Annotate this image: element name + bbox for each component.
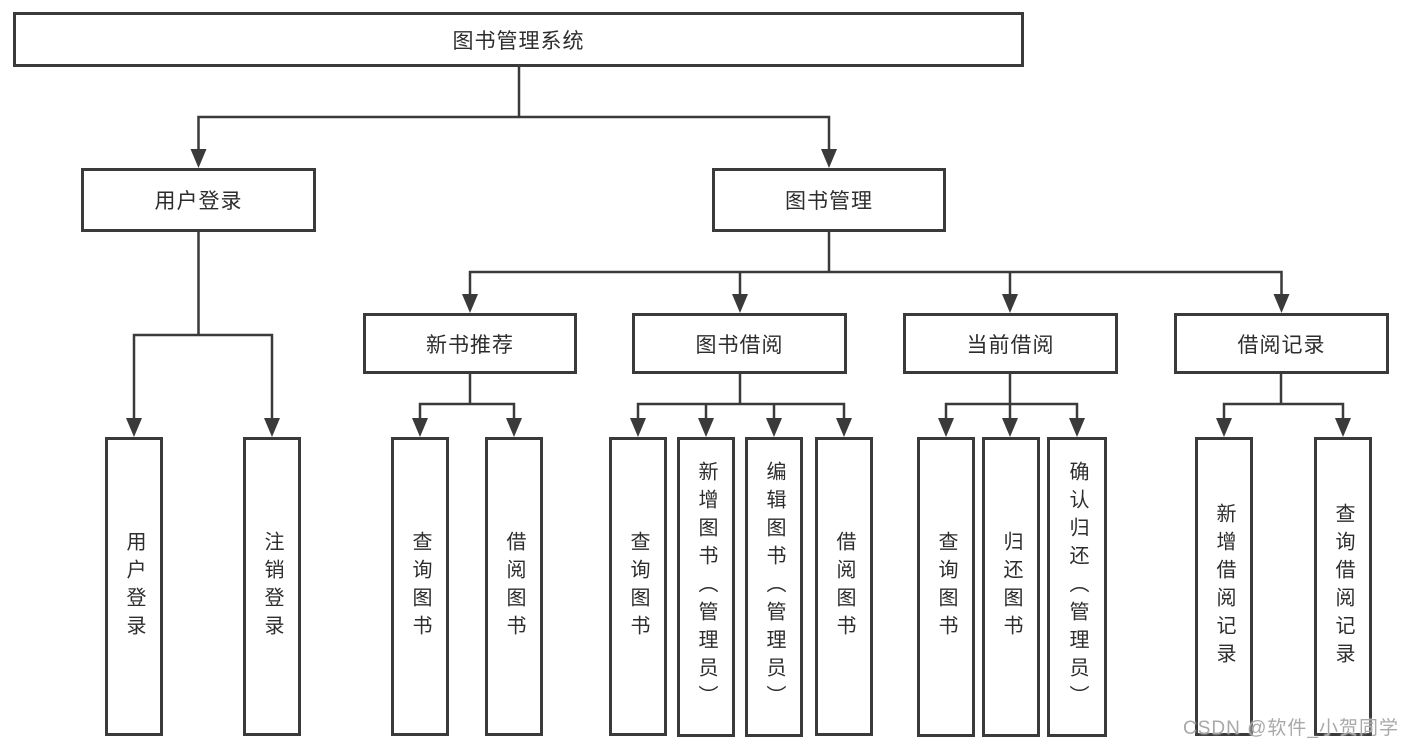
edge-line	[132, 232, 274, 420]
arrowhead-icon	[1335, 418, 1351, 437]
arrowhead-icon	[1002, 294, 1018, 313]
node-borrow-records: 借阅记录	[1174, 313, 1389, 374]
leaf-add-book-admin: 新增图书（管理员）	[677, 437, 735, 737]
leaf-confirm-return-admin: 确认归还（管理员）	[1047, 437, 1107, 737]
edge-line	[418, 374, 516, 420]
arrowhead-icon	[506, 418, 522, 437]
leaf-edit-book-admin: 编辑图书（管理员）	[745, 437, 803, 737]
leaf-borrow-book-1: 借阅图书	[485, 437, 543, 736]
node-new-book-recommend: 新书推荐	[363, 313, 577, 374]
arrowhead-icon	[766, 418, 782, 437]
arrowhead-icon	[126, 418, 142, 437]
arrowhead-icon	[264, 418, 280, 437]
leaf-user-login: 用户登录	[105, 437, 163, 736]
leaf-query-book-1: 查询图书	[391, 437, 449, 736]
arrowhead-icon	[698, 418, 714, 437]
arrowhead-icon	[462, 294, 478, 313]
edge-new-book-recommend-children	[412, 374, 522, 437]
edge-book-management-children	[462, 232, 1290, 313]
csdn-watermark: CSDN @软件_小贺同学	[1183, 718, 1399, 739]
edge-root-children	[190, 67, 837, 168]
arrowhead-icon	[1216, 418, 1232, 437]
node-user-login: 用户登录	[81, 168, 316, 232]
leaf-return-book: 归还图书	[982, 437, 1040, 737]
edge-line	[944, 374, 1079, 420]
edge-line	[1222, 374, 1345, 420]
arrowhead-icon	[1002, 418, 1018, 437]
arrowhead-icon	[821, 149, 837, 168]
arrowhead-icon	[732, 294, 748, 313]
leaf-query-book-3: 查询图书	[917, 437, 975, 737]
node-book-borrow: 图书借阅	[632, 313, 847, 374]
leaf-add-borrow-record: 新增借阅记录	[1195, 437, 1253, 736]
edge-line	[197, 67, 831, 151]
leaf-logout: 注销登录	[243, 437, 301, 736]
node-root: 图书管理系统	[13, 12, 1024, 67]
edge-line	[636, 374, 846, 420]
edge-book-borrow-children	[630, 374, 852, 437]
leaf-query-book-2: 查询图书	[609, 437, 667, 736]
arrowhead-icon	[412, 418, 428, 437]
node-book-management: 图书管理	[712, 168, 946, 232]
arrowhead-icon	[190, 149, 207, 168]
edge-line	[468, 232, 1283, 296]
leaf-query-borrow-record: 查询借阅记录	[1314, 437, 1372, 736]
arrowhead-icon	[938, 418, 954, 437]
node-current-borrow: 当前借阅	[903, 313, 1118, 374]
edge-user-login-children	[126, 232, 280, 437]
edge-borrow-records-children	[1216, 374, 1351, 437]
edge-current-borrow-children	[938, 374, 1085, 437]
arrowhead-icon	[836, 418, 852, 437]
arrowhead-icon	[1273, 294, 1290, 313]
arrowhead-icon	[1069, 418, 1085, 437]
arrowhead-icon	[630, 418, 646, 437]
leaf-borrow-book-2: 借阅图书	[815, 437, 873, 736]
